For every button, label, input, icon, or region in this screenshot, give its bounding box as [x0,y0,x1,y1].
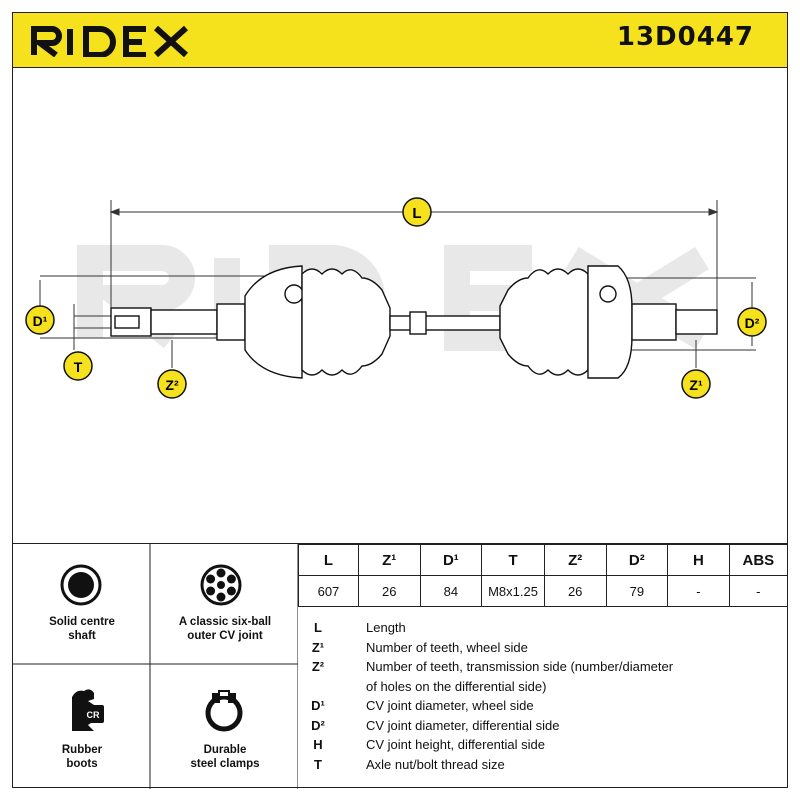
spec-header: D² [605,544,669,576]
svg-text:CR: CR [87,710,100,720]
svg-text:Z¹: Z¹ [689,377,703,393]
label-L: L [402,197,432,227]
svg-text:D¹: D¹ [33,313,48,329]
svg-text:T: T [74,359,83,375]
six-ball-joint-icon [200,564,242,606]
label-Z2: Z² [157,369,187,399]
info-section: Solid centre shaft A classic six-ball ou… [12,543,789,789]
spec-header: ABS [728,544,789,576]
svg-text:L: L [412,205,421,222]
spec-header-row: L Z¹ D¹ T Z² D² H ABS [298,544,789,576]
spec-value: 79 [605,575,669,607]
spec-table: L Z¹ D¹ T Z² D² H ABS 607 26 84 M8x1.25 … [298,544,789,607]
feature-label-shaft: Solid centre shaft [49,616,115,642]
spec-value: M8x1.25 [481,575,545,607]
spec-header: Z² [543,544,607,576]
spec-value: 607 [298,575,359,607]
spec-value: 84 [419,575,483,607]
spec-value: - [667,575,730,607]
spec-value-row: 607 26 84 M8x1.25 26 79 - - [298,575,789,607]
label-Z1: Z¹ [681,369,711,399]
svg-text:Z²: Z² [165,377,179,393]
label-D1: D¹ [25,305,55,335]
spec-header: T [481,544,545,576]
spec-value: - [728,575,789,607]
spec-header: Z¹ [357,544,421,576]
rubber-boot-icon: CR [72,689,104,731]
label-D2: D² [737,307,767,337]
spec-header: L [298,544,359,576]
spec-header: D¹ [419,544,483,576]
axle-drawing: L D¹ T Z² D² Z¹ [25,197,767,399]
spec-value: 26 [357,575,421,607]
feature-label-boot: Rubber boots [61,744,103,770]
svg-text:D²: D² [745,315,760,331]
dimension-labels: L D¹ T Z² D² Z¹ [25,197,767,399]
feature-label-joint: A classic six-ball outer CV joint [178,616,272,642]
spec-value: 26 [543,575,607,607]
ridex-logo [31,25,189,57]
feature-label-clamp: Durable steel clamps [190,744,260,770]
part-number: 13D0447 [616,22,754,52]
solid-shaft-icon [60,564,102,606]
label-T: T [63,351,93,381]
steel-clamp-icon [205,690,243,732]
spec-header: H [667,544,730,576]
feature-grid [12,544,298,789]
